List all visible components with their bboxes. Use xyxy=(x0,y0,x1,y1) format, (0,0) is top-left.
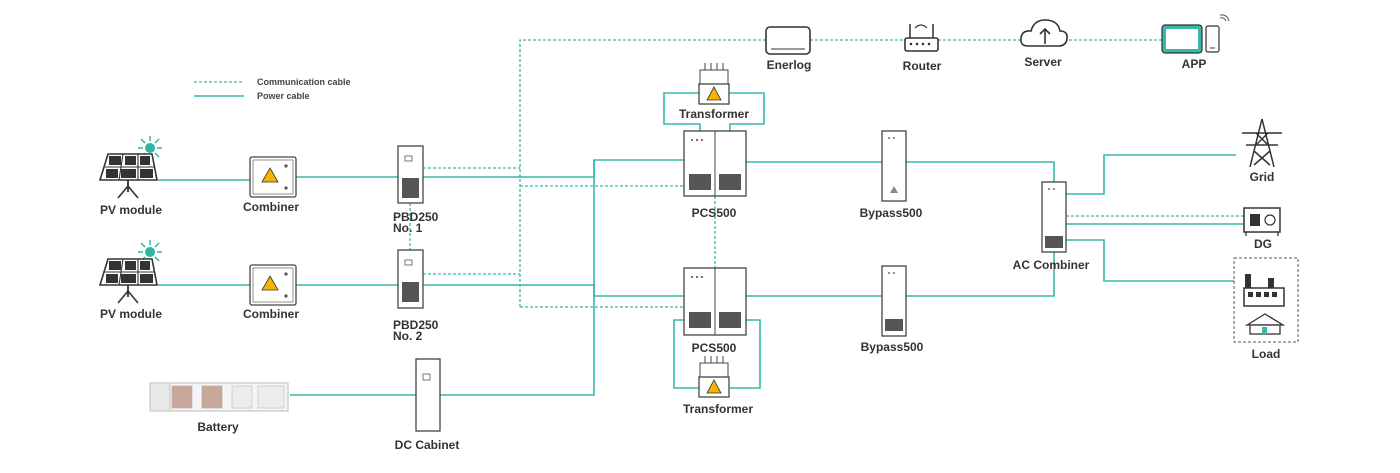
pcs500-bottom-label: PCS500 xyxy=(692,341,737,355)
pcs-cabinet-icon xyxy=(683,267,747,336)
power-dccabinet-pcs xyxy=(440,160,595,396)
load-label: Load xyxy=(1252,347,1281,361)
pbd250-no2-label-line2: No. 2 xyxy=(393,329,423,343)
load: Load xyxy=(1233,257,1299,361)
dg: DG xyxy=(1243,207,1281,251)
power-bypass-top-accombiner xyxy=(906,161,1055,182)
legend-communication-label: Communication cable xyxy=(257,77,351,87)
load-group-frame xyxy=(1233,257,1299,343)
bypass500-bottom: Bypass500 xyxy=(861,265,924,354)
house-icon xyxy=(1244,313,1286,335)
warning-icon xyxy=(706,86,722,101)
combiner-2-label: Combiner xyxy=(243,307,299,321)
power-accombiner-grid xyxy=(1066,154,1236,195)
transformer-top-label: Transformer xyxy=(679,107,749,121)
pbd250-no1: PBD250 No. 1 xyxy=(393,145,439,235)
warning-icon xyxy=(890,186,898,193)
grid-label: Grid xyxy=(1250,170,1275,184)
enerlog-label: Enerlog xyxy=(767,58,812,72)
pbd250-no2-label-line1: PBD250 xyxy=(393,318,439,332)
transformer-icon xyxy=(698,63,730,105)
bypass500-top-label: Bypass500 xyxy=(860,206,923,220)
ac-combiner: AC Combiner xyxy=(1013,181,1090,272)
battery-container-icon xyxy=(149,382,289,412)
dc-cabinet-label: DC Cabinet xyxy=(395,438,460,452)
wifi-signal-icon xyxy=(1219,14,1230,22)
factory-icon xyxy=(1243,274,1285,307)
solar-panel-icon xyxy=(98,258,158,304)
power-transformer-top-left xyxy=(663,92,701,131)
power-accombiner-load xyxy=(1066,239,1234,282)
phone-icon xyxy=(1205,25,1220,53)
solar-panel-icon xyxy=(98,153,158,199)
power-pbd1-pcs-top xyxy=(423,159,684,178)
battery: Battery xyxy=(149,382,289,434)
cloud-icon xyxy=(1020,19,1068,47)
communication-cables xyxy=(409,39,1244,308)
dc-cabinet: DC Cabinet xyxy=(395,358,460,452)
bypass500-top: Bypass500 xyxy=(860,130,923,220)
pbd250-no2: PBD250 No. 2 xyxy=(393,249,439,343)
enerlog-device-icon xyxy=(765,26,811,55)
warning-icon xyxy=(261,275,279,291)
cabinet-icon xyxy=(415,358,441,432)
combiner-2: Combiner xyxy=(243,264,299,321)
server: Server xyxy=(1020,19,1068,69)
pbd250-no1-label-line2: No. 1 xyxy=(393,221,423,235)
power-tower-icon xyxy=(1242,118,1282,168)
pv-module-2-label: PV module xyxy=(100,307,162,321)
warning-icon xyxy=(261,167,279,183)
app-label: APP xyxy=(1182,57,1207,71)
pv-module-2: PV module xyxy=(98,240,162,321)
pcs500-top: PCS500 xyxy=(683,130,747,220)
pcs500-bottom: PCS500 xyxy=(683,267,747,355)
enerlog: Enerlog xyxy=(765,26,812,72)
router: Router xyxy=(903,24,942,73)
bypass500-bottom-label: Bypass500 xyxy=(861,340,924,354)
combiner-1-label: Combiner xyxy=(243,200,299,214)
pcs-cabinet-icon xyxy=(683,130,747,197)
router-label: Router xyxy=(903,59,942,73)
legend: Communication cable Power cable xyxy=(194,77,351,101)
pbd250-no1-label-line1: PBD250 xyxy=(393,210,439,224)
transformer-bottom-label: Transformer xyxy=(683,402,753,416)
transformer-top: Transformer xyxy=(679,63,749,121)
legend-power-label: Power cable xyxy=(257,91,310,101)
combiner-1: Combiner xyxy=(243,156,299,214)
transformer-icon xyxy=(698,356,730,398)
pv-module-1-label: PV module xyxy=(100,203,162,217)
power-bypass-bottom-accombiner xyxy=(906,252,1055,297)
dg-label: DG xyxy=(1254,237,1272,251)
ac-combiner-label: AC Combiner xyxy=(1013,258,1090,272)
pcs500-top-label: PCS500 xyxy=(692,206,737,220)
warning-icon xyxy=(706,379,722,394)
battery-label: Battery xyxy=(197,420,239,434)
router-icon xyxy=(904,24,939,52)
power-pbd2-pcs-bottom xyxy=(423,284,684,297)
comm-trunk-to-enerlog xyxy=(519,39,766,307)
app: APP xyxy=(1161,14,1230,71)
generator-icon xyxy=(1243,207,1281,236)
power-transformer-top-right xyxy=(728,92,765,131)
tablet-icon xyxy=(1161,24,1203,54)
transformer-bottom: Transformer xyxy=(683,356,753,416)
server-label: Server xyxy=(1024,55,1062,69)
pv-module-1: PV module xyxy=(98,136,162,217)
grid: Grid xyxy=(1242,118,1282,184)
